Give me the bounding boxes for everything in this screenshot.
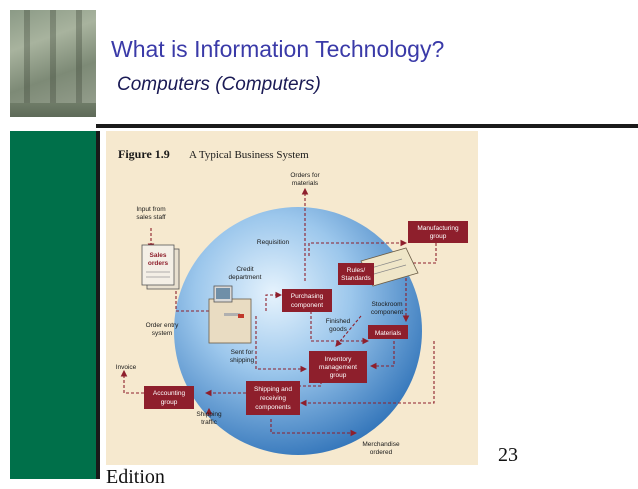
column-shadow [50, 10, 56, 117]
stockroom-line2: component [371, 309, 403, 316]
green-side-panel [10, 131, 96, 479]
input-sales-line1: Input from [136, 206, 165, 213]
sales-orders-document: Sales orders [141, 244, 180, 290]
figure-caption: A Typical Business System [189, 149, 309, 161]
orders-materials-line1: Orders for [290, 172, 320, 179]
box-accounting: Accounting group [144, 386, 194, 409]
box-manufacturing: Manufacturing group [408, 221, 468, 243]
box-materials: Materials [368, 325, 408, 339]
inventory-line3: group [330, 372, 347, 379]
sent-shipping-line1: Sent for [231, 349, 255, 356]
credit-dept-line1: Credit [236, 266, 254, 273]
arrow-invoice [120, 369, 144, 394]
merchandise-line1: Merchandise [362, 441, 400, 448]
business-system-figure: Figure 1.9 A Typical Business System [106, 131, 478, 465]
inventory-line2: management [319, 364, 357, 371]
box-rules: Rules/ Standards [338, 263, 374, 285]
shipping-traffic-line2: traffic [201, 419, 218, 426]
column-base [10, 103, 96, 117]
arrow-pc-inventory [255, 316, 308, 373]
manufacturing-line2: group [430, 233, 447, 240]
figure-number: Figure 1.9 [118, 147, 170, 161]
slide-subtitle: Computers (Computers) [117, 74, 321, 95]
accounting-line2: group [161, 399, 178, 406]
arrow-finished-goods [335, 315, 362, 347]
arrow-merchandise [270, 419, 358, 437]
requisition-label: Requisition [257, 239, 290, 246]
finished-goods-line2: goods [329, 326, 347, 333]
box-inventory: Inventory management group [309, 351, 367, 383]
inventory-line1: Inventory [325, 356, 352, 363]
footer-edition-text: Edition [106, 466, 165, 488]
accounting-line1: Accounting [153, 390, 186, 397]
arrow-materials-inventory [369, 336, 395, 370]
column-shadow [24, 10, 30, 117]
stockroom-line1: Stockroom [371, 301, 402, 308]
shipping-line2: receiving [260, 395, 286, 402]
merchandise-line2: ordered [370, 449, 393, 456]
rules-line2: Standards [341, 275, 371, 282]
arrow-mfg-materials [402, 243, 437, 323]
order-entry-line2: system [152, 330, 173, 337]
flow-arrows [120, 187, 437, 437]
sent-shipping-line2: shipping [230, 357, 255, 364]
title-divider [96, 124, 638, 128]
shipping-line3: components [255, 404, 291, 411]
purchasing-line2: component [291, 302, 323, 309]
invoice-label: Invoice [116, 364, 137, 371]
slide-title: What is Information Technology? [111, 36, 445, 62]
stone-column-image [10, 10, 96, 117]
input-sales-line2: sales staff [136, 214, 165, 221]
computer-workstation-icon [208, 285, 252, 344]
side-divider [96, 131, 100, 479]
box-shipping-receiving: Shipping and receiving components [246, 381, 300, 415]
arrow-requisition [308, 239, 408, 256]
purchasing-line1: Purchasing [291, 293, 324, 300]
arrow-orders-pc [175, 291, 218, 315]
rules-line1: Rules/ [347, 267, 366, 274]
page-number: 23 [498, 444, 518, 466]
order-entry-line1: Order entry [146, 322, 180, 329]
shipping-traffic-line1: Shipping [196, 411, 222, 418]
arrow-materials-shipping [299, 341, 435, 407]
orders-materials-line2: materials [292, 180, 319, 187]
sales-orders-line1: Sales [150, 252, 167, 259]
figure-svg: Figure 1.9 A Typical Business System [116, 147, 468, 456]
column-shadow [76, 10, 82, 117]
sales-orders-line2: orders [148, 260, 169, 267]
box-purchasing: Purchasing component [282, 289, 332, 312]
materials-label: Materials [375, 330, 402, 337]
shipping-line1: Shipping and [254, 386, 292, 393]
finished-goods-line1: Finished [326, 318, 351, 325]
manufacturing-line1: Manufacturing [417, 225, 459, 232]
arrow-pc-purchasing [265, 291, 283, 311]
credit-dept-line2: department [229, 274, 262, 281]
